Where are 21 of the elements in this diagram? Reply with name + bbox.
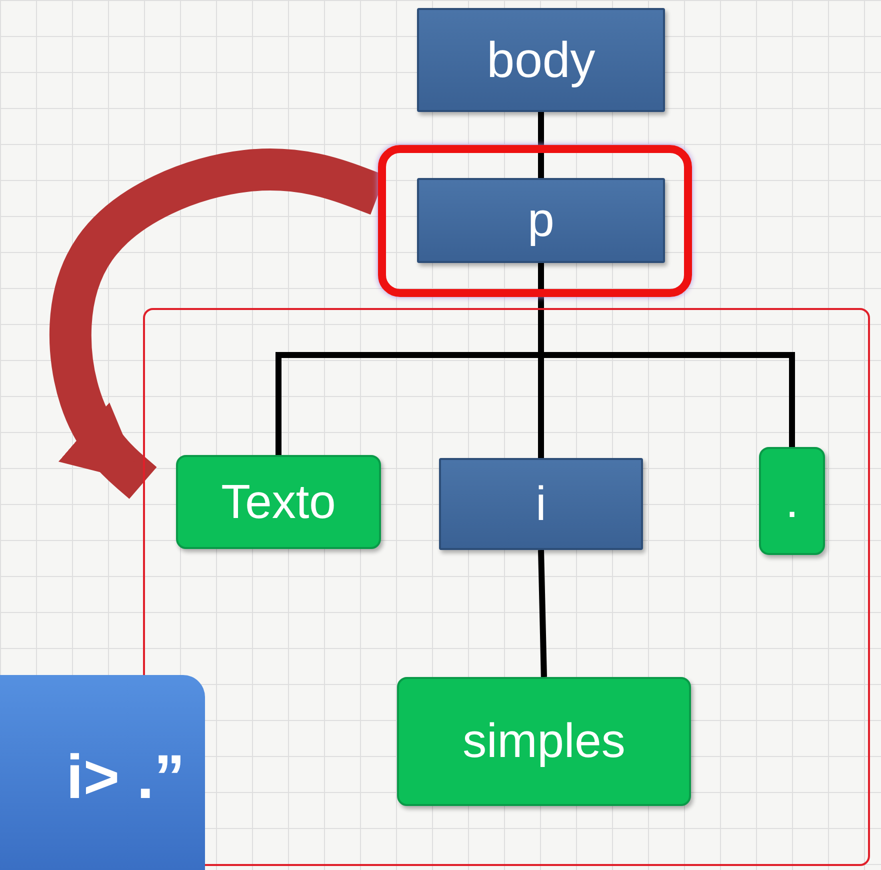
element-box [417,8,665,112]
text-node-box [759,447,825,555]
tree-connector [538,550,547,678]
tree-connector [538,112,544,178]
tree-connector [541,352,795,447]
node-label: Texto [221,474,336,530]
highlight-frame [378,145,692,297]
node-label: body [486,31,596,89]
tree-connector [538,263,544,355]
node-label: p [528,193,554,248]
element-box [439,458,643,550]
node-label: . [785,474,799,528]
element-box [417,178,665,263]
text-node-box [397,677,691,806]
callout-box [0,675,205,870]
subtree-frame [143,308,870,866]
node-label: i [536,476,546,532]
code-text: i> .” [66,742,185,813]
node-label: simples [462,714,626,769]
tree-connector [276,352,541,455]
text-node-box [176,455,381,549]
